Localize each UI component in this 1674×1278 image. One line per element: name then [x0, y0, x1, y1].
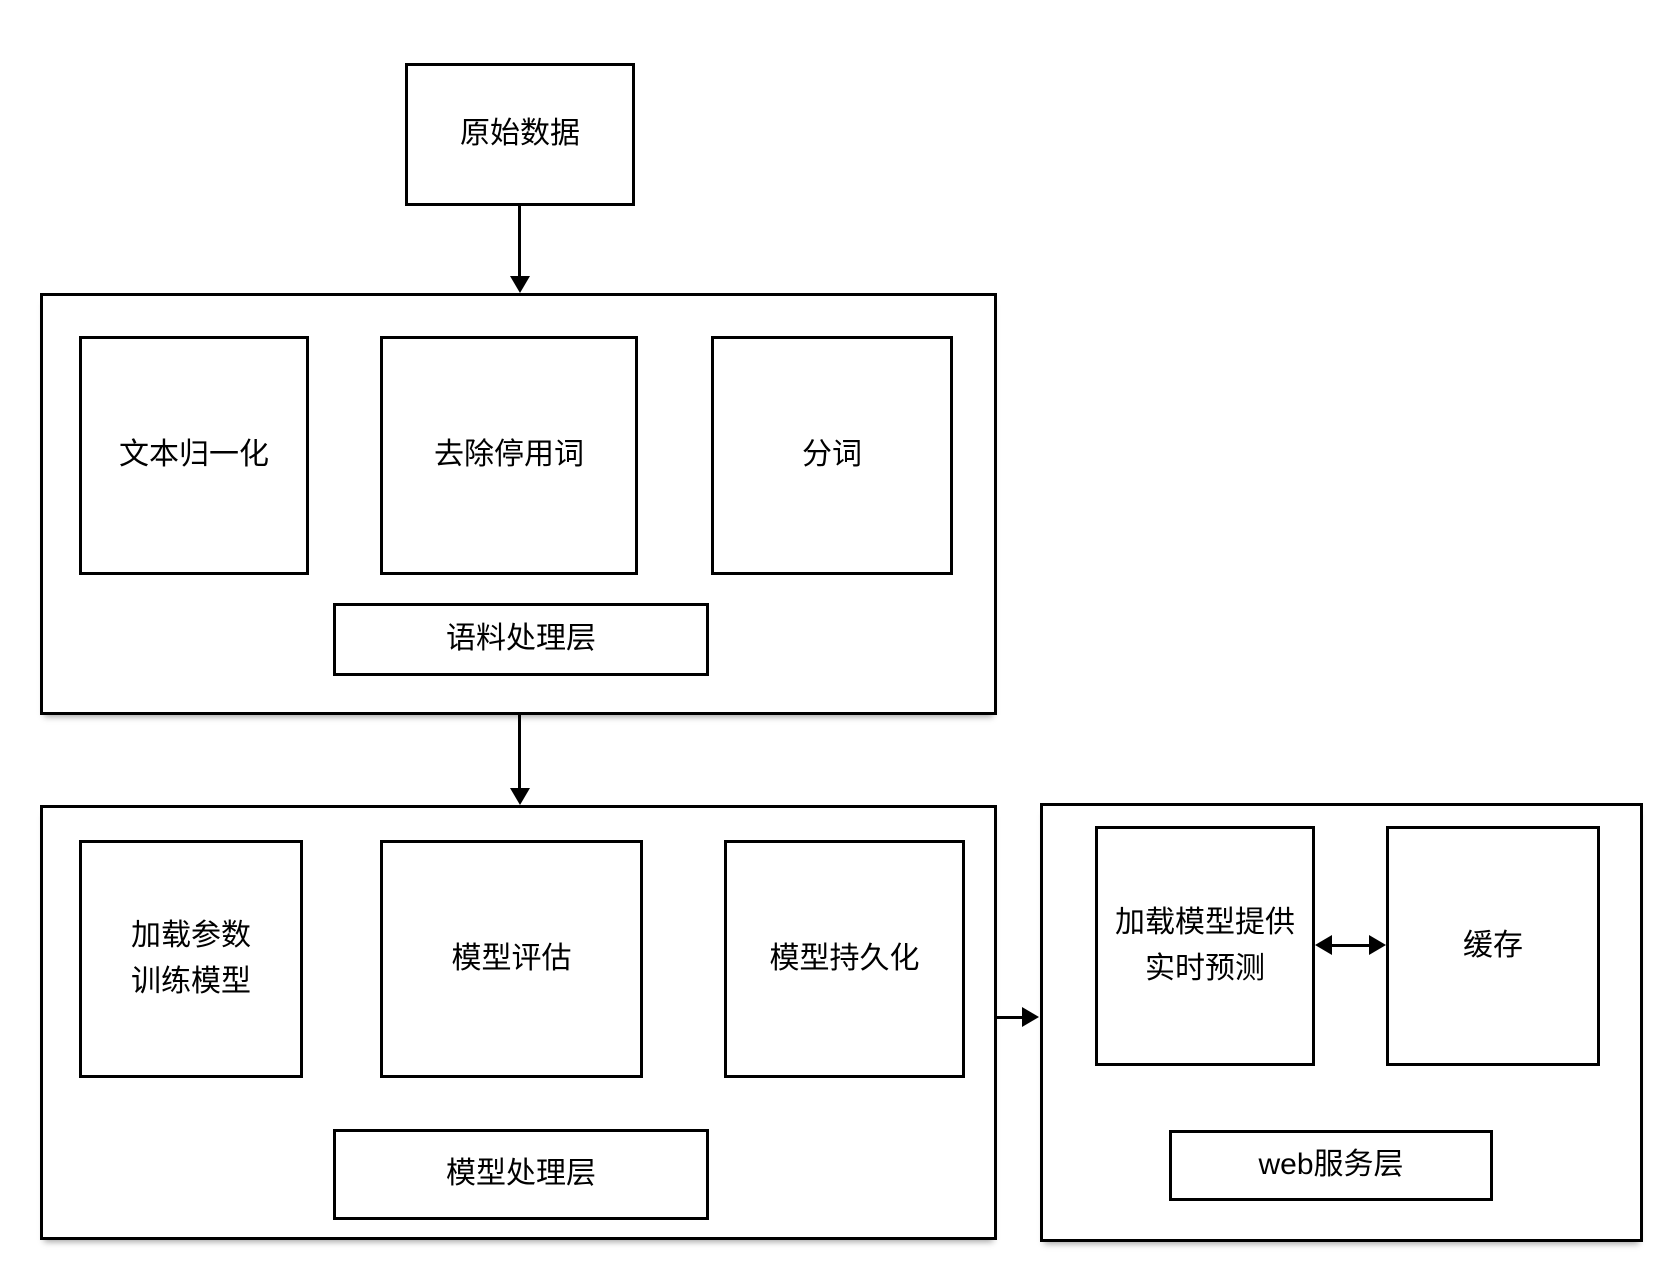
node-model-persistence: 模型持久化	[724, 840, 965, 1078]
label-corpus-layer: 语料处理层	[333, 603, 709, 676]
container-web-layer: 加载模型提供 实时预测 缓存 web服务层	[1040, 803, 1643, 1242]
label-web-service-layer-text: web服务层	[1258, 1148, 1404, 1182]
node-cache: 缓存	[1386, 826, 1600, 1066]
node-raw-data: 原始数据	[405, 63, 635, 206]
label-corpus-layer-text: 语料处理层	[446, 622, 596, 656]
arrow-right-icon	[1369, 935, 1386, 955]
node-word-segmentation: 分词	[711, 336, 953, 575]
node-remove-stopwords: 去除停用词	[380, 336, 638, 575]
arrow-predict-cache-line	[1331, 944, 1371, 947]
label-model-layer-text: 模型处理层	[446, 1157, 596, 1191]
label-model-layer: 模型处理层	[333, 1129, 709, 1220]
node-load-params-line2: 训练模型	[131, 965, 251, 998]
node-cache-label: 缓存	[1463, 928, 1523, 962]
node-word-segmentation-label: 分词	[802, 438, 862, 472]
container-corpus-layer: 文本归一化 去除停用词 分词 语料处理层	[40, 293, 997, 715]
node-model-evaluation: 模型评估	[380, 840, 643, 1078]
arrow-model-to-web-line	[997, 1016, 1024, 1019]
node-load-model-line2: 实时预测	[1145, 952, 1265, 985]
node-remove-stopwords-label: 去除停用词	[434, 438, 584, 472]
node-load-params-line1: 加载参数	[131, 918, 251, 952]
node-text-normalization-label: 文本归一化	[119, 438, 269, 472]
node-load-model-realtime-predict: 加载模型提供 实时预测	[1095, 826, 1315, 1066]
container-model-layer: 加载参数 训练模型 模型评估 模型持久化 模型处理层	[40, 805, 997, 1240]
node-raw-data-label: 原始数据	[460, 117, 580, 151]
arrow-raw-to-corpus-line	[518, 206, 521, 278]
node-model-evaluation-label: 模型评估	[451, 941, 572, 975]
arrow-corpus-to-model-line	[518, 715, 521, 790]
label-web-service-layer: web服务层	[1169, 1130, 1493, 1201]
node-text-normalization: 文本归一化	[79, 336, 309, 575]
arrow-left-icon	[1315, 935, 1332, 955]
arrow-down-icon	[510, 788, 530, 805]
node-load-model-line1: 加载模型提供	[1115, 905, 1295, 939]
node-load-params-train-model: 加载参数 训练模型	[79, 840, 303, 1078]
node-model-persistence-label: 模型持久化	[769, 941, 920, 975]
arrow-down-icon	[510, 276, 530, 293]
arrow-right-icon	[1022, 1007, 1039, 1027]
